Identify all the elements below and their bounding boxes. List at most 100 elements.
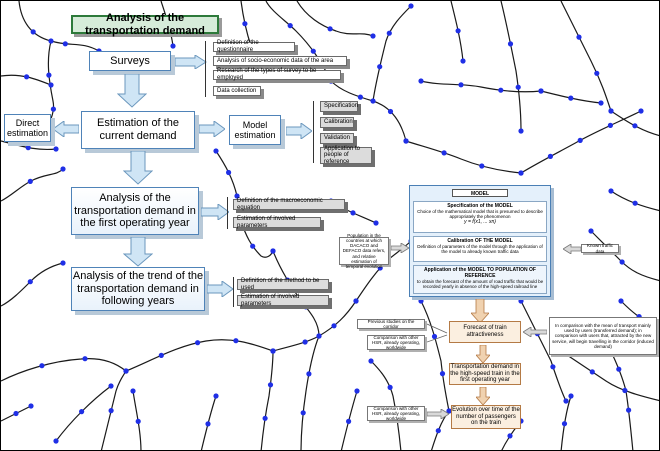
- road-junction-marker: [46, 72, 52, 78]
- road-junction-marker: [598, 100, 604, 106]
- road-junction-marker: [387, 108, 394, 115]
- road-junction-marker: [518, 298, 524, 304]
- road-junction-marker: [354, 388, 360, 394]
- road-junction-marker: [608, 108, 614, 114]
- trend-analysis-box: Analysis of the trend of the transportat…: [71, 267, 205, 311]
- road-junction-marker: [594, 70, 600, 76]
- model-steps-bracket: [313, 101, 318, 163]
- road-junction-marker: [53, 438, 59, 444]
- model-step-specification: Specification: [320, 101, 358, 112]
- road-junction-marker: [346, 418, 352, 424]
- road-junction-marker: [563, 398, 569, 404]
- road-junction-marker: [632, 200, 638, 206]
- road-junction-marker: [267, 382, 274, 388]
- survey-item-questionnaire: Definition of the questionnaire: [213, 40, 295, 53]
- road-junction-marker: [48, 38, 54, 44]
- model-estimation-box: Model estimation: [229, 115, 281, 145]
- road-junction-marker: [25, 145, 31, 151]
- road-junction-marker: [576, 34, 582, 40]
- road-junction-marker: [608, 188, 614, 194]
- trend-right-arrow: [207, 281, 233, 297]
- road-junction-marker: [250, 243, 256, 249]
- road-junction-marker: [170, 43, 176, 49]
- model-calib-text: Definition of parameters of the model th…: [417, 244, 543, 254]
- first-year-down-arrow: [123, 237, 153, 267]
- estimation-current-demand-box: Estimation of the current demand: [81, 111, 195, 149]
- to-direct-estimation-arrow: [53, 121, 79, 137]
- first-year-analysis-box: Analysis of the transportation demand in…: [71, 187, 199, 235]
- model-apply-text: to obtain the forecast of the amount of …: [416, 279, 544, 289]
- road-junction-marker: [632, 123, 638, 129]
- transferred-induced-note: In comparison with the mean of transport…: [549, 317, 657, 355]
- road-junction-marker: [213, 393, 219, 399]
- surveys-right-arrow: [175, 55, 207, 69]
- road-junction-marker: [588, 228, 594, 234]
- road-junction-marker: [607, 122, 614, 128]
- road-junction-marker: [316, 333, 322, 339]
- note-to-forecast-arrow: [523, 327, 547, 337]
- road-junction-marker: [518, 128, 524, 134]
- road-junction-marker: [561, 421, 568, 427]
- road-junction-marker: [108, 408, 114, 414]
- first-year-demand-box: Transportation demand in the high-speed …: [449, 363, 521, 385]
- road-junction-marker: [306, 371, 312, 377]
- first-year-item-macro-equation: Definition of the macroeconomic equation: [233, 198, 345, 211]
- road-junction-marker: [589, 369, 595, 375]
- road-junction-marker: [13, 410, 19, 417]
- road-junction-marker: [350, 210, 356, 216]
- road-junction-marker: [460, 58, 466, 64]
- road-junction-marker: [446, 408, 452, 414]
- road-junction-marker: [377, 64, 383, 70]
- road-junction-marker: [550, 364, 556, 370]
- forecast-down-arrow: [476, 345, 490, 363]
- model-calib-section: Calibration OF THE MODEL Definition of p…: [413, 236, 547, 262]
- road-junction-marker: [547, 153, 554, 159]
- estimation-down-arrow: [123, 151, 153, 185]
- road-junction-marker: [439, 371, 446, 377]
- road-junction-marker: [458, 82, 464, 88]
- road-junction-marker: [370, 33, 376, 39]
- model-calib-title: Calibration OF THE MODEL: [447, 238, 513, 244]
- road-junction-marker: [435, 428, 441, 434]
- road-junction-marker: [327, 26, 333, 32]
- road-junction-marker: [242, 21, 248, 27]
- model-header: MODEL: [452, 189, 508, 197]
- road-junction-marker: [431, 333, 438, 340]
- model-step-application: Application to people of reference: [320, 146, 372, 165]
- road-junction-marker: [618, 298, 624, 304]
- survey-item-data-collection: Data collection: [213, 86, 261, 96]
- road-junction-marker: [619, 259, 625, 265]
- road-junction-marker: [479, 163, 485, 169]
- road-junction-marker: [418, 78, 424, 84]
- road-junction-marker: [577, 137, 583, 143]
- road-junction-marker: [82, 356, 88, 362]
- road-junction-marker: [638, 108, 644, 114]
- road-junction-marker: [108, 383, 114, 389]
- survey-item-survey-types: Research of the types of survey to be em…: [213, 68, 341, 81]
- model-apply-title: Application of the MODEL TO POPULATION O…: [424, 267, 536, 279]
- trend-item-parameters: Estimation of involved parameters: [237, 294, 329, 307]
- evolution-passengers-box: Evolution over time of the number of pas…: [451, 405, 521, 429]
- road-junction-marker: [441, 150, 447, 156]
- road-junction-marker: [518, 170, 524, 176]
- road-junction-marker: [418, 298, 424, 304]
- road-junction-marker: [377, 265, 383, 271]
- first-year-bracket: [227, 197, 232, 229]
- road-junction-marker: [331, 323, 337, 329]
- road-junction-marker: [234, 193, 240, 199]
- road-junction-marker: [368, 358, 374, 364]
- model-box: MODEL Specification of the MODEL Choice …: [409, 185, 551, 297]
- road-junction-marker: [27, 178, 33, 184]
- road-junction-marker: [357, 94, 363, 100]
- diagram-title: Analysis of the transportation demand: [71, 12, 219, 37]
- road-junction-marker: [53, 146, 59, 152]
- road-junction-marker: [455, 28, 461, 34]
- road-junction-marker: [60, 260, 66, 266]
- road-junction-marker: [287, 23, 293, 29]
- road-junction-marker: [62, 41, 68, 47]
- road-junction-marker: [226, 169, 232, 176]
- surveys-down-arrow: [117, 74, 147, 108]
- first-year-item-parameters: Estimation of involved parameters: [233, 216, 321, 229]
- previous-studies-note: Previous studies on the corridor: [357, 319, 425, 329]
